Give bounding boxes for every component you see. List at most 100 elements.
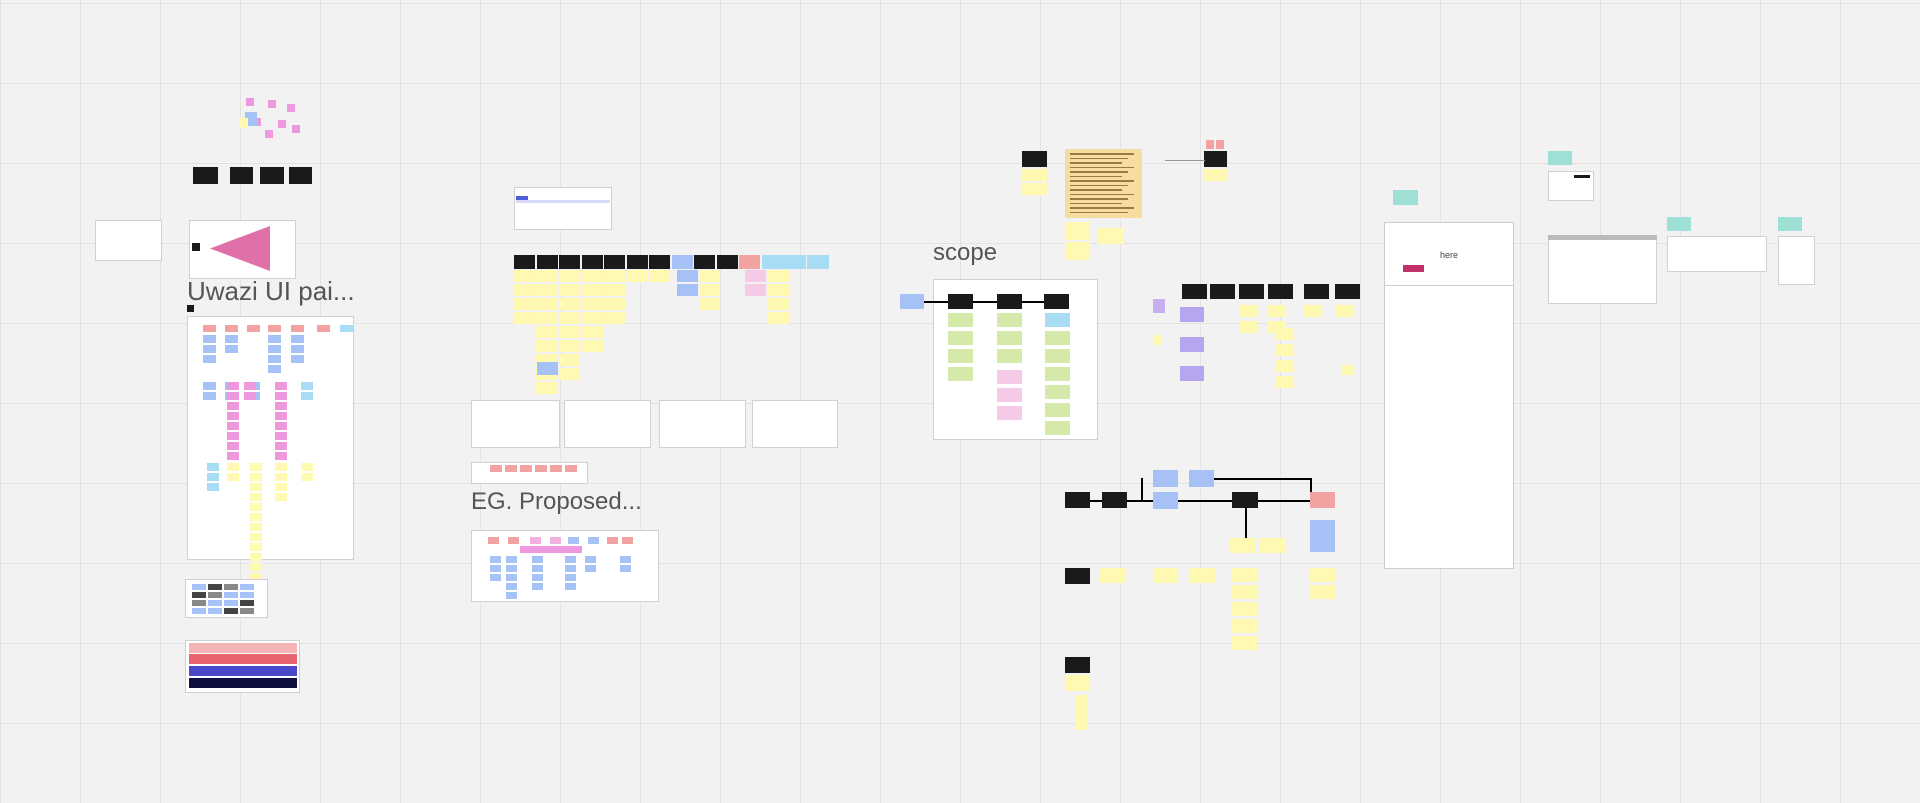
mini-sticky[interactable]	[247, 325, 260, 332]
mini-sticky-blue[interactable]	[225, 335, 238, 343]
sticky-note-blue[interactable]	[1310, 520, 1335, 552]
sticky-note[interactable]	[559, 326, 580, 338]
sticky-note[interactable]	[1342, 365, 1354, 375]
sticky-note-pink[interactable]	[997, 388, 1022, 402]
table-cell[interactable]	[192, 608, 206, 614]
mini-sticky-blue[interactable]	[532, 556, 543, 563]
sticky-note[interactable]	[1022, 183, 1047, 195]
table-cell[interactable]	[192, 600, 206, 606]
mini-sticky-red[interactable]	[1206, 140, 1214, 149]
connector-arrow[interactable]	[1258, 500, 1310, 502]
sticky-note-black[interactable]	[1239, 284, 1264, 299]
connector-arrow[interactable]	[1214, 478, 1310, 480]
sticky-note-green[interactable]	[1045, 331, 1070, 345]
mini-sticky-blue[interactable]	[565, 574, 576, 581]
sticky-note-black[interactable]	[948, 294, 973, 309]
sticky-note[interactable]	[1022, 169, 1047, 181]
sticky-note[interactable]	[582, 340, 603, 352]
mini-sticky-pink[interactable]	[275, 432, 287, 440]
sticky-note-black[interactable]	[1065, 657, 1090, 673]
sticky-note[interactable]	[1098, 228, 1123, 244]
sticky-note-green[interactable]	[1045, 403, 1070, 417]
sticky-note-black[interactable]	[230, 167, 253, 184]
mini-sticky-blue[interactable]	[268, 365, 281, 373]
sticky-note[interactable]	[768, 312, 789, 324]
sticky-note[interactable]	[1239, 321, 1257, 333]
mini-sticky-lightblue[interactable]	[207, 463, 219, 471]
sticky-note-blue[interactable]	[1153, 492, 1178, 509]
sticky-note[interactable]	[1153, 335, 1161, 345]
screenshot-card[interactable]	[1667, 236, 1767, 272]
mini-table[interactable]	[514, 187, 612, 230]
sticky-note-header[interactable]	[716, 255, 738, 269]
mini-sticky-blue[interactable]	[291, 345, 304, 353]
wireframe-card[interactable]	[659, 400, 746, 448]
mini-sticky-yellow[interactable]	[301, 463, 313, 471]
sticky-note[interactable]	[536, 270, 557, 282]
mini-sticky-blue[interactable]	[585, 565, 596, 572]
mini-sticky[interactable]	[203, 325, 216, 332]
mini-sticky-blue[interactable]	[203, 355, 216, 363]
sticky-note[interactable]	[582, 298, 603, 310]
sticky-note[interactable]	[559, 298, 580, 310]
mini-sticky-blue[interactable]	[506, 574, 517, 581]
mini-sticky-blue[interactable]	[565, 556, 576, 563]
connector[interactable]	[1165, 160, 1205, 161]
table-cell[interactable]	[240, 584, 254, 590]
sticky-note[interactable]	[604, 312, 625, 324]
document-line[interactable]	[1070, 166, 1134, 168]
sticky-note[interactable]	[514, 298, 535, 310]
sticky-note-black[interactable]	[260, 167, 284, 184]
sticky-note[interactable]	[677, 270, 698, 282]
mini-sticky-blue[interactable]	[225, 345, 238, 353]
mini-sticky-blue[interactable]	[268, 345, 281, 353]
sticky-note[interactable]	[604, 284, 625, 296]
sticky-note[interactable]	[582, 284, 603, 296]
mini-sticky-red[interactable]	[535, 465, 547, 472]
frame-title-uwazi[interactable]: Uwazi UI pai...	[187, 276, 355, 306]
sticky-note[interactable]	[1276, 360, 1294, 372]
document-line[interactable]	[1070, 175, 1122, 177]
sticky-note[interactable]	[627, 270, 648, 282]
table-cell[interactable]	[240, 600, 254, 606]
color-row[interactable]	[189, 643, 297, 653]
mini-sticky[interactable]	[550, 537, 561, 544]
sticky-note[interactable]	[536, 312, 557, 324]
mini-sticky-yellow[interactable]	[227, 463, 239, 471]
mini-sticky-red[interactable]	[550, 465, 562, 472]
table-cell[interactable]	[208, 592, 222, 598]
sticky-note-purple[interactable]	[1180, 307, 1204, 322]
document-line[interactable]	[1070, 180, 1134, 182]
sticky-note[interactable]	[745, 284, 766, 296]
sticky-note[interactable]	[604, 270, 625, 282]
sticky-note[interactable]	[1310, 585, 1335, 599]
mini-sticky-blue[interactable]	[565, 583, 576, 590]
sticky-note-black[interactable]	[1210, 284, 1235, 299]
sticky-note-green[interactable]	[1045, 385, 1070, 399]
mini-sticky-pink[interactable]	[265, 130, 273, 138]
sticky-note[interactable]	[1100, 568, 1125, 583]
sticky-note-header[interactable]	[536, 255, 558, 269]
mini-sticky-pink[interactable]	[275, 382, 287, 390]
mini-sticky-blue[interactable]	[203, 335, 216, 343]
sticky-note-black[interactable]	[1268, 284, 1293, 299]
mini-sticky-pink[interactable]	[227, 452, 239, 460]
sticky-note-header[interactable]	[559, 255, 580, 269]
sticky-note-blue[interactable]	[1189, 470, 1214, 487]
sticky-note-black[interactable]	[1022, 151, 1047, 167]
sticky-note[interactable]	[604, 298, 625, 310]
connector-arrow[interactable]	[1021, 301, 1044, 303]
table-cell[interactable]	[224, 592, 238, 598]
mini-sticky-yellow[interactable]	[227, 473, 239, 481]
document-line[interactable]	[1070, 157, 1128, 159]
document-sticky[interactable]	[1065, 149, 1142, 218]
sticky-note-header[interactable]	[671, 255, 693, 269]
mini-sticky-blue[interactable]	[620, 556, 631, 563]
mini-sticky-blue[interactable]	[268, 335, 281, 343]
mini-sticky-blue[interactable]	[245, 112, 257, 126]
sticky-note[interactable]	[514, 284, 535, 296]
document-line[interactable]	[1070, 189, 1122, 191]
mini-sticky-pink[interactable]	[253, 118, 261, 126]
sticky-note-pink[interactable]	[997, 406, 1022, 420]
table-cell[interactable]	[208, 600, 222, 606]
